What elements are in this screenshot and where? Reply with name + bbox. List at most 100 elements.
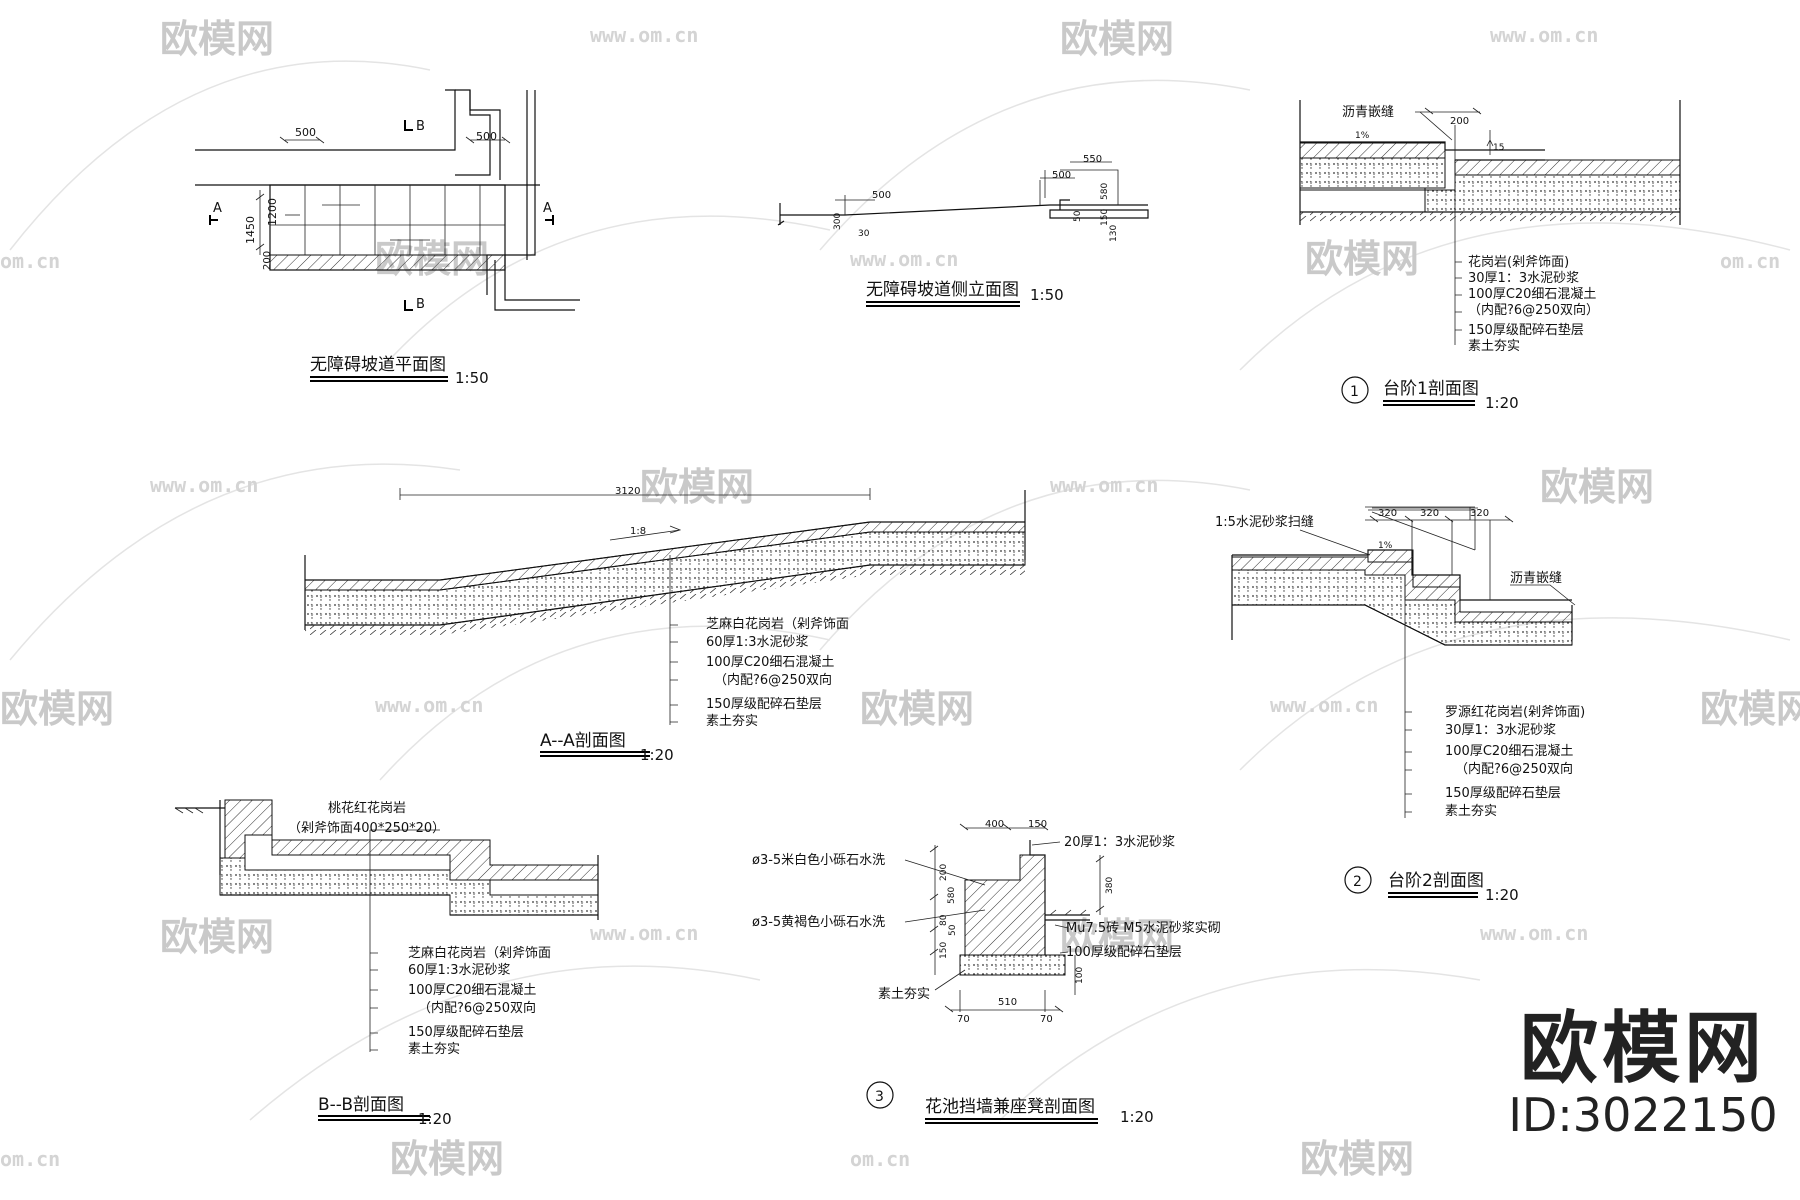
layer-label: （内配?6@250双向 <box>418 1000 536 1016</box>
drawing-scale: 1:20 <box>1120 1108 1154 1126</box>
section-bb-drawing: 桃花红花岗岩 （剁斧饰面400*250*20） 芝麻白花岗岩（剁斧饰面 60厚1… <box>174 799 599 1128</box>
dim-label: 150 <box>1028 819 1047 830</box>
dim-label: 100 <box>1075 967 1085 984</box>
wm-brand: 欧模网 <box>0 687 114 731</box>
layer-label: 150厚级配碎石垫层 <box>706 696 822 712</box>
wm-url: www.om.cn <box>590 921 698 945</box>
section-mark: A <box>213 201 222 216</box>
planter-section-drawing: 400 150 200 580 80 50 150 380 100 70 510… <box>752 819 1221 1126</box>
callout-label: 沥青嵌缝 <box>1342 105 1394 120</box>
layer-label: 素土夯实 <box>706 714 758 729</box>
dim-label: 1:8 <box>630 526 646 537</box>
dim-label: 500 <box>476 130 497 143</box>
dim-label: 30 <box>858 229 870 239</box>
callout-label: （剁斧饰面400*250*20） <box>288 821 445 836</box>
dim-label: 130 <box>1109 225 1119 242</box>
wm-url: www.om.cn <box>850 247 958 271</box>
wm-brand: 欧模网 <box>1700 687 1800 731</box>
wm-brand: 欧模网 <box>160 915 274 959</box>
dim-label: 380 <box>1105 877 1115 894</box>
wm-brand: 欧模网 <box>160 17 274 61</box>
wm-url: om.cn <box>850 1147 910 1171</box>
dim-label: 150 <box>939 942 949 959</box>
layer-label: 芝麻白花岗岩（剁斧饰面 <box>706 616 849 632</box>
dim-label: 320 <box>1378 508 1397 519</box>
drawing-scale: 1:50 <box>455 369 489 387</box>
wm-brand: 欧模网 <box>1060 915 1174 959</box>
dim-label: 500 <box>295 126 316 139</box>
drawing-scale: 1:20 <box>1485 886 1519 904</box>
layer-label: 60厚1:3水泥砂浆 <box>408 963 510 978</box>
layer-label: 30厚1：3水泥砂浆 <box>1445 723 1556 738</box>
dim-label: 550 <box>1083 154 1102 165</box>
dim-label: 200 <box>1450 116 1469 127</box>
layer-label: 60厚1:3水泥砂浆 <box>706 635 808 650</box>
section-mark: B <box>416 119 425 134</box>
drawing-scale: 1:20 <box>418 1110 452 1128</box>
wm-url: om.cn <box>1720 249 1780 273</box>
dim-label: 15 <box>1493 143 1504 153</box>
layer-label: 素土夯实 <box>408 1042 460 1057</box>
drawing-title: B--B剖面图 <box>318 1095 404 1115</box>
dim-label: 50 <box>1073 210 1083 222</box>
wm-brand: 欧模网 <box>1305 237 1419 281</box>
drawing-number: 3 <box>875 1089 884 1105</box>
model-id: ID:3022150 <box>1508 1088 1778 1142</box>
wm-brand: 欧模网 <box>1540 465 1654 509</box>
dim-label: 300 <box>833 213 843 230</box>
dim-label: 1450 <box>244 216 257 244</box>
layer-label: 100厚C20细石混凝土 <box>1445 743 1573 759</box>
callout-label: 沥青嵌缝 <box>1510 571 1562 586</box>
layer-label: 100厚C20细石混凝土 <box>408 982 536 998</box>
dim-label: 500 <box>872 190 891 201</box>
drawing-title: 无障碍坡道侧立面图 <box>866 280 1019 300</box>
callout-label: 1:5水泥砂浆扫缝 <box>1215 515 1314 530</box>
wm-url: www.om.cn <box>150 473 258 497</box>
layer-label: 素土夯实 <box>1468 339 1520 354</box>
dim-label: 200 <box>262 251 273 270</box>
drawing-number: 2 <box>1353 874 1362 890</box>
wm-url: www.om.cn <box>1480 921 1588 945</box>
dim-label: 1200 <box>266 198 279 226</box>
wm-brand: 欧模网 <box>390 1137 504 1181</box>
drawing-title: 台阶2剖面图 <box>1388 871 1484 891</box>
planter-note: ø3-5黄褐色小砾石水洗 <box>752 914 885 930</box>
ramp-plan-drawing: 500 500 1450 1200 200 A A B B 无障碍坡道平面图 1… <box>195 89 580 387</box>
wm-brand: 欧模网 <box>1060 17 1174 61</box>
dim-label: 320 <box>1470 508 1489 519</box>
section-aa-drawing: 3120 1:8 芝麻白花岗岩（剁斧饰面 60厚1:3水泥砂浆 100厚C20细… <box>304 486 1026 764</box>
planter-note: 100厚级配碎石垫层 <box>1066 944 1182 960</box>
drawing-number: 1 <box>1350 384 1359 400</box>
layer-label: 素土夯实 <box>1445 804 1497 819</box>
planter-note: 素土夯实 <box>878 987 930 1002</box>
drawing-scale: 1:20 <box>1485 394 1519 412</box>
section-mark: A <box>543 201 552 216</box>
layer-label: 100厚C20细石混凝土 <box>1468 286 1596 302</box>
layer-label: （内配?6@250双向 <box>714 672 832 688</box>
wm-url: www.om.cn <box>375 693 483 717</box>
layer-label: 花岗岩(剁斧饰面) <box>1468 254 1569 270</box>
layer-label: 30厚1：3水泥砂浆 <box>1468 271 1579 286</box>
drawing-scale: 1:20 <box>640 746 674 764</box>
section-mark: B <box>416 297 425 312</box>
dim-label: 150 <box>1100 209 1110 226</box>
dim-label: 1% <box>1378 541 1393 551</box>
wm-url: www.om.cn <box>590 23 698 47</box>
layer-label: （内配?6@250双向） <box>1468 302 1599 318</box>
dim-label: 70 <box>1040 1014 1053 1025</box>
ramp-elevation-drawing: 500 550 500 300 580 150 130 50 30 无障碍坡道侧… <box>777 154 1149 307</box>
layer-label: （内配?6@250双向 <box>1455 761 1573 777</box>
drawing-scale: 1:50 <box>1030 286 1064 304</box>
dim-label: 510 <box>998 997 1017 1008</box>
drawing-title: 花池挡墙兼座凳剖面图 <box>925 1097 1095 1117</box>
drawing-title: A--A剖面图 <box>540 731 626 751</box>
brand-name: 欧模网 <box>1519 1004 1766 1094</box>
wm-url: www.om.cn <box>1050 473 1158 497</box>
layer-label: 芝麻白花岗岩（剁斧饰面 <box>408 945 551 961</box>
layer-label: 罗源红花岗岩(剁斧饰面) <box>1445 704 1585 720</box>
brand-stamp: 欧模网 ID:3022150 <box>1508 1010 1778 1143</box>
layer-label: 100厚C20细石混凝土 <box>706 654 834 670</box>
dim-label: 80 <box>939 914 949 926</box>
wm-brand: 欧模网 <box>640 465 754 509</box>
